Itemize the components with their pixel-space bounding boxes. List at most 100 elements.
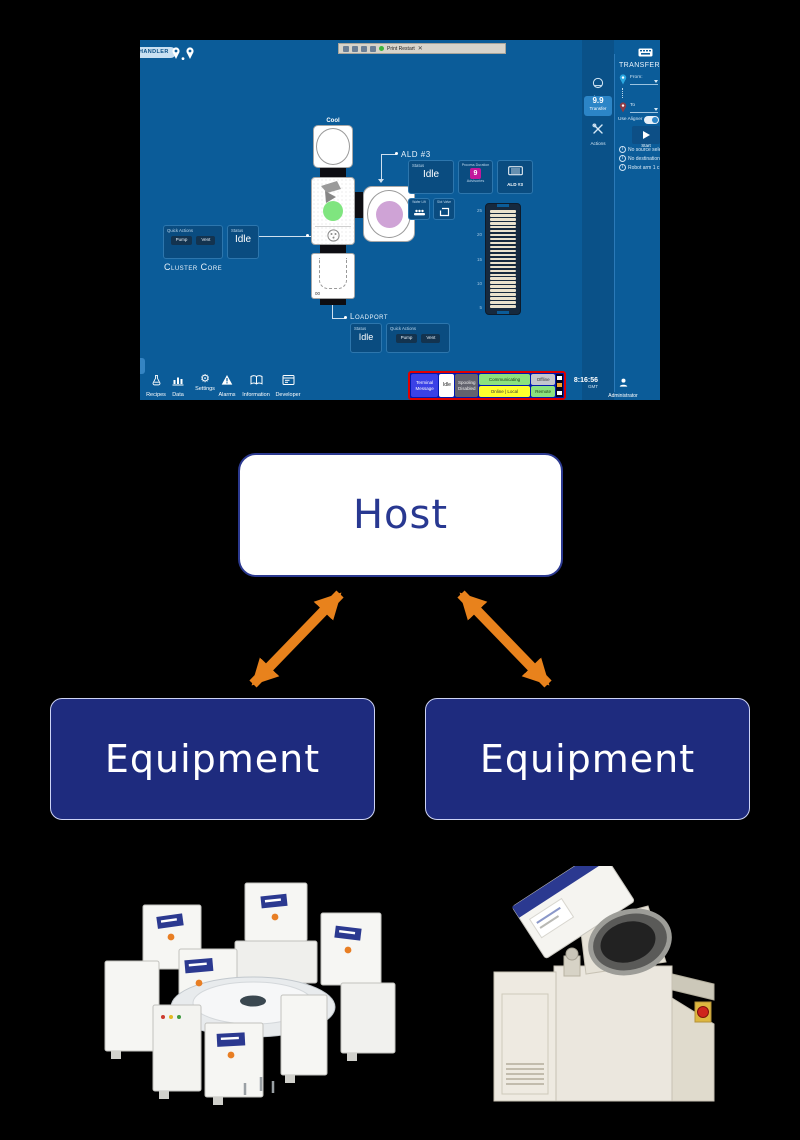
connector-line <box>259 236 311 237</box>
book-icon <box>250 375 262 385</box>
control-state-idle: Idle <box>439 374 455 397</box>
toolbar-glyph-icon[interactable] <box>352 45 358 52</box>
offline-toggle[interactable]: Offline <box>530 374 556 385</box>
online-local-indicator[interactable]: Online | Local <box>479 386 530 397</box>
cassette-slot <box>490 217 516 221</box>
wafer <box>376 201 403 228</box>
ald-process-chamber[interactable] <box>363 186 415 242</box>
sidebar-item-transfer[interactable]: 9.9 Transfer <box>584 96 612 116</box>
toolbar-item-alarms[interactable]: Alarms <box>209 373 245 398</box>
gate-valve <box>320 245 346 253</box>
arrow-host-equipment-right <box>457 590 552 688</box>
toolbar-item-developer[interactable]: Developer <box>268 373 308 398</box>
close-icon[interactable]: ✕ <box>417 45 423 52</box>
play-icon <box>642 131 650 139</box>
cassette-slot <box>490 285 516 288</box>
cassette-slot <box>490 225 516 229</box>
code-window-icon <box>282 375 294 385</box>
sidebar-item-actions[interactable]: Actions <box>582 122 614 146</box>
cassette-slot <box>490 265 516 269</box>
cassette-slot <box>490 229 516 233</box>
wafer-lift-button[interactable]: Wafer Lift <box>408 198 430 220</box>
from-select[interactable] <box>630 84 658 85</box>
cassette-slots <box>490 210 516 308</box>
ald-callout-dot <box>395 152 398 155</box>
cassette-slot <box>490 210 516 213</box>
toolbar-glyph-icon[interactable] <box>343 45 349 52</box>
toolbar-item-data[interactable]: Data <box>160 373 196 398</box>
cassette-slot <box>490 297 516 300</box>
cassette-slot <box>490 257 516 261</box>
pump-button[interactable]: Pump <box>170 236 193 245</box>
remote-toggle[interactable]: Remote <box>530 386 556 397</box>
equipment-node-left: Equipment <box>50 698 375 820</box>
transfer-message: No destination <box>619 155 660 162</box>
cassette-slot-numbers: 25 20 15 10 5 <box>476 208 482 310</box>
cassette-slot <box>490 245 516 249</box>
pump-button[interactable]: Pump <box>395 334 418 343</box>
cassette-slot <box>490 293 516 296</box>
use-aligner-toggle[interactable] <box>644 116 659 124</box>
bar-chart-icon <box>172 377 184 386</box>
connector-dot <box>306 234 309 237</box>
host-node: Host <box>238 453 563 577</box>
transfer-message: No source sele <box>619 146 660 153</box>
from-pin-icon <box>619 74 627 85</box>
from-label: From: <box>630 75 643 80</box>
gate-valve <box>320 168 346 177</box>
loadport-slot-indicator: 00 <box>315 291 321 296</box>
spooling-toggle[interactable]: Spooling Disabled <box>455 374 479 397</box>
communicating-indicator[interactable]: Communicating <box>479 374 530 385</box>
loadport-title: Loadport <box>350 312 389 321</box>
cluster-core-title: Cluster Core <box>164 262 223 272</box>
toolbar-item-recipes[interactable]: Recipes <box>140 373 174 398</box>
cluster-status-card: Status Idle <box>227 225 259 259</box>
cassette-slot <box>490 277 516 281</box>
transfer-module[interactable] <box>311 177 355 245</box>
toolbar-item-information[interactable]: Information <box>236 373 276 398</box>
cassette-slot <box>490 269 516 273</box>
host-label: Host <box>352 492 449 538</box>
arrow-host-equipment-left <box>249 590 344 688</box>
toolbar-glyph-icon[interactable] <box>361 45 367 52</box>
toolbar-glyph-icon[interactable] <box>370 45 376 52</box>
current-user[interactable]: Administrator <box>598 374 648 399</box>
gear-icon: ⚙ <box>200 373 210 385</box>
toolbar-item-settings[interactable]: ⚙ Settings <box>187 373 223 392</box>
keyboard-icon[interactable] <box>638 48 653 57</box>
vent-button[interactable]: Vent <box>196 236 216 245</box>
vent-button[interactable]: Vent <box>421 334 441 343</box>
start-button[interactable]: Start <box>632 126 660 148</box>
chevron-down-icon[interactable] <box>654 80 658 83</box>
to-select[interactable] <box>630 112 658 113</box>
chevron-down-icon[interactable] <box>654 108 658 111</box>
cassette-slot <box>490 305 516 308</box>
cassette-slot <box>490 221 516 225</box>
cassette-slot <box>490 301 516 304</box>
transfer-panel-title: Transfer <box>619 62 660 69</box>
to-label: To <box>630 103 636 108</box>
route-dots <box>622 88 623 98</box>
loadport-callout-dot <box>344 316 347 319</box>
status-dot-icon <box>379 46 384 51</box>
cool-chamber[interactable] <box>313 125 353 168</box>
warning-icon <box>221 375 233 385</box>
cassette-slot <box>490 249 516 253</box>
ald-module-button[interactable]: ALD #3 <box>497 160 533 194</box>
collapsed-panel-tab[interactable] <box>140 358 145 374</box>
wafer-cassette[interactable] <box>485 203 521 315</box>
arrowhead <box>378 179 384 183</box>
cassette-slot <box>490 281 516 285</box>
loadport-module[interactable]: 00 <box>311 253 355 299</box>
window-mini-toolbar[interactable]: Print Restart ✕ <box>338 43 506 54</box>
loadport-callout-line <box>332 318 345 319</box>
info-icon <box>619 164 626 171</box>
gate-valve <box>355 192 363 218</box>
cassette-slot <box>490 253 516 257</box>
terminal-message-button[interactable]: Terminal Message <box>411 374 439 397</box>
slot-valve-button[interactable]: Slot Valve <box>433 198 455 220</box>
loadport-status-value: Idle <box>358 332 374 342</box>
cassette-notch <box>497 311 509 314</box>
cassette-slot <box>490 273 516 277</box>
loadport-status-card: Status Idle <box>350 323 382 353</box>
